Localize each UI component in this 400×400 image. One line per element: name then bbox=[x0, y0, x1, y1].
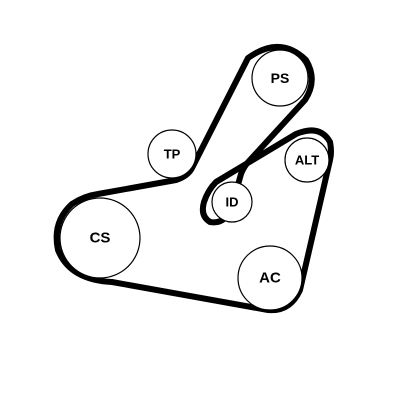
pulley-cs: CS bbox=[59, 197, 141, 279]
pulley-id-ring bbox=[211, 181, 253, 223]
pulley-ps: PS bbox=[251, 49, 309, 107]
pulley-tp-label: TP bbox=[164, 147, 181, 162]
pulley-id-label: ID bbox=[226, 195, 239, 210]
pulley-alt-label: ALT bbox=[295, 153, 319, 168]
pulley-ac-label: AC bbox=[259, 270, 281, 287]
serpentine-belt bbox=[53, 44, 334, 314]
pulley-alt-ring bbox=[284, 137, 330, 183]
pulley-ac-ring bbox=[237, 245, 303, 311]
pulley-cs-ring bbox=[59, 197, 141, 279]
pulley-id: ID bbox=[211, 181, 253, 223]
pulley-ps-ring bbox=[251, 49, 309, 107]
pulley-alt: ALT bbox=[284, 137, 330, 183]
pulley-ps-label: PS bbox=[271, 70, 290, 86]
pulley-tp-ring bbox=[147, 129, 197, 179]
pulley-tp: TP bbox=[147, 129, 197, 179]
pulley-cs-label: CS bbox=[90, 230, 111, 247]
pulley-ac: AC bbox=[237, 245, 303, 311]
